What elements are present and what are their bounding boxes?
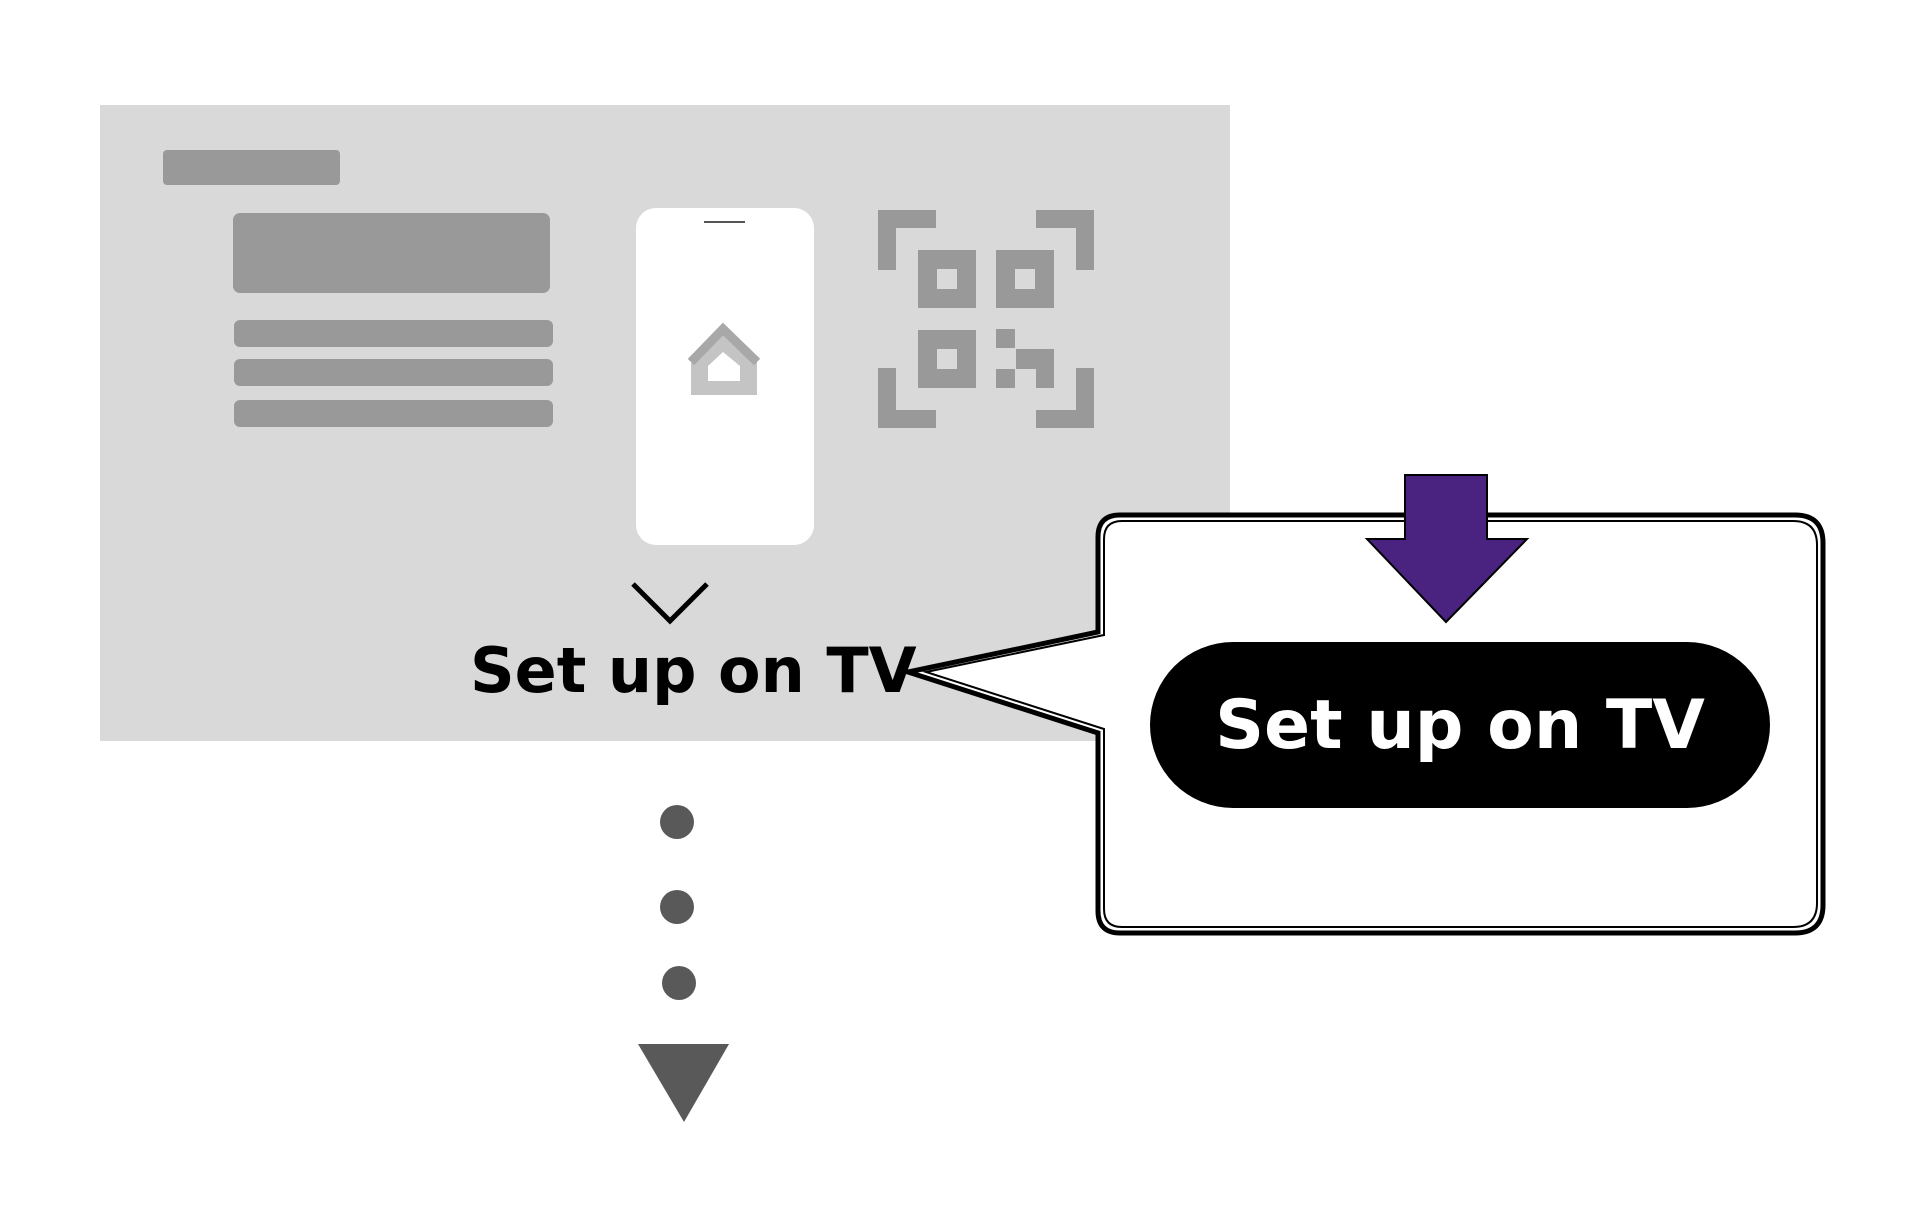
continuation-dot [662,966,696,1000]
callout-bubble-inner [922,520,1818,928]
smartphone-icon [636,208,814,545]
home-icon [687,322,761,395]
setup-on-tv-link[interactable]: Set up on TV [470,634,917,707]
continuation-dot [660,890,694,924]
down-arrow-icon [1364,474,1530,624]
placeholder-text-line [234,359,553,386]
continuation-dot [660,805,694,839]
placeholder-title-bar [163,150,340,185]
placeholder-text-line [234,320,553,347]
placeholder-text-line [234,400,553,427]
triangle-down-icon [638,1044,729,1122]
qr-code-scan-icon [878,210,1094,428]
chevron-down-icon [631,582,709,625]
placeholder-heading-block [233,213,550,293]
setup-on-tv-button[interactable]: Set up on TV [1150,642,1770,808]
